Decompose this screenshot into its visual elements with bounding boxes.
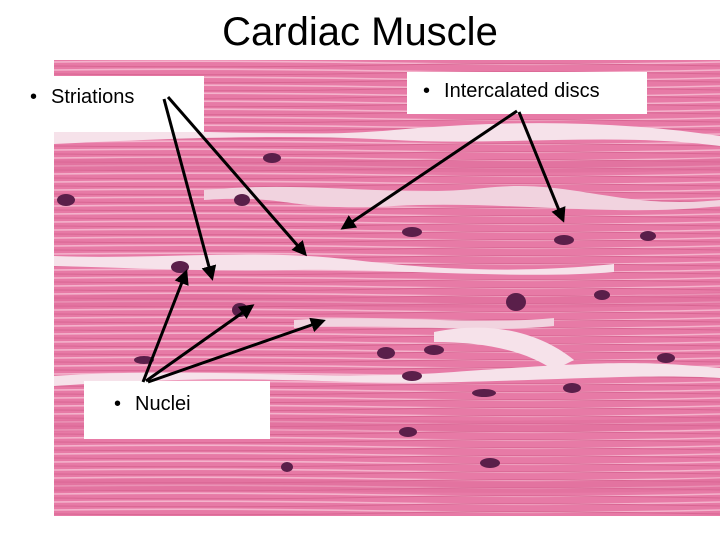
intercalated-discs-label: • Intercalated discs xyxy=(407,72,647,114)
nuclei-text: Nuclei xyxy=(135,393,191,415)
striations-text: Striations xyxy=(51,86,135,108)
bullet-icon: • xyxy=(30,86,38,108)
striations-label: • Striations xyxy=(0,76,204,132)
bullet-icon: • xyxy=(423,80,431,102)
nuclei-label: • Nuclei xyxy=(84,381,270,439)
slide-title: Cardiac Muscle xyxy=(222,10,498,54)
intercalated-discs-text: Intercalated discs xyxy=(444,80,600,102)
bullet-icon: • xyxy=(114,393,122,415)
